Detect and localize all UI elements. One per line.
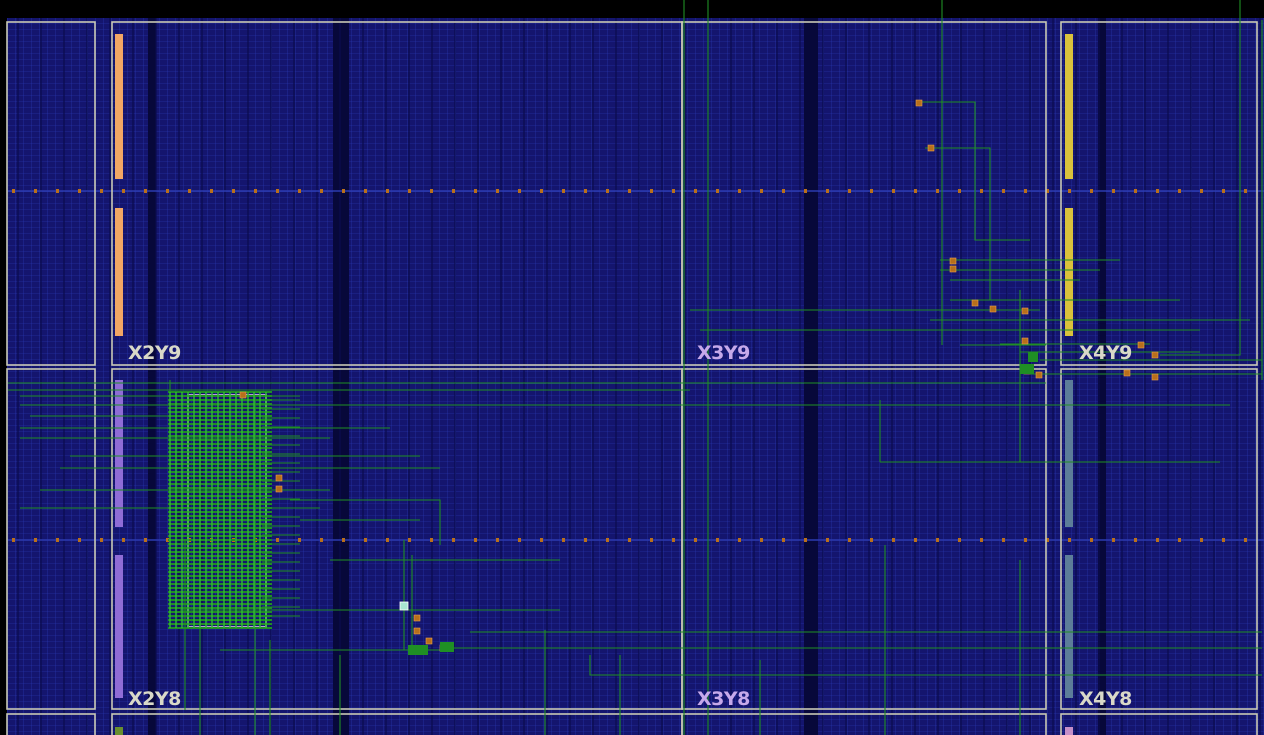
- placed-cell: [239, 391, 247, 399]
- placed-cell: [915, 99, 923, 107]
- io-column-x4y8-top: [1065, 380, 1073, 527]
- io-column-x4y7: [1065, 727, 1073, 735]
- blank-column: [804, 18, 818, 735]
- io-column-x2y9-bottom: [115, 208, 123, 336]
- region-label-x4y8: X4Y8: [1079, 688, 1132, 710]
- region-border-x1y7: [6, 713, 96, 735]
- placed-cell-group: [1028, 352, 1038, 362]
- io-column-x4y9-bottom: [1065, 208, 1073, 336]
- blank-column: [333, 18, 349, 735]
- io-column-x4y8-bottom: [1065, 555, 1073, 698]
- routed-net: [918, 101, 1030, 241]
- region-border-x3y8: [681, 368, 1047, 710]
- io-column-x2y8-bottom: [115, 555, 123, 698]
- region-border-x1y8: [6, 368, 96, 710]
- placed-cell: [1035, 371, 1043, 379]
- placed-cell: [1151, 351, 1159, 359]
- placed-cell-group: [440, 642, 454, 652]
- placed-cell: [275, 474, 283, 482]
- io-column-x4y9-top: [1065, 34, 1073, 179]
- placed-cell: [971, 299, 979, 307]
- placed-cell: [413, 614, 421, 622]
- region-border-x3y7: [681, 713, 1047, 735]
- placed-cell: [949, 265, 957, 273]
- region-label-x2y8: X2Y8: [128, 688, 181, 710]
- placed-cell: [413, 627, 421, 635]
- placed-cell: [1021, 337, 1029, 345]
- placed-cell: [989, 305, 997, 313]
- region-label-x2y9: X2Y9: [128, 342, 181, 364]
- blank-column: [148, 18, 156, 735]
- blank-column: [1098, 18, 1106, 735]
- routed-net: [925, 147, 991, 300]
- placed-cell: [927, 144, 935, 152]
- routed-net: [290, 499, 441, 545]
- placed-cell-group: [1020, 364, 1034, 374]
- routed-net: [1160, 0, 1241, 356]
- placed-cell: [425, 637, 433, 645]
- placed-cell: [1137, 341, 1145, 349]
- placed-cell: [1021, 307, 1029, 315]
- placed-cell: [949, 257, 957, 265]
- io-column-x2y9-top: [115, 34, 123, 179]
- routed-net: [589, 655, 1262, 676]
- region-border-x4y8: [1060, 368, 1258, 710]
- region-border-x1y9: [6, 21, 96, 366]
- selected-cell: [399, 601, 409, 611]
- io-column-x2y8-top: [115, 380, 123, 527]
- io-column-x2y7: [115, 727, 123, 735]
- region-label-x3y9: X3Y9: [697, 342, 750, 364]
- region-label-x3y8: X3Y8: [697, 688, 750, 710]
- region-border-x4y7: [1060, 713, 1258, 735]
- region-border-x4y9: [1060, 21, 1258, 366]
- region-border-x3y9: [681, 21, 1047, 366]
- placed-cell: [1151, 373, 1159, 381]
- placed-cell: [1123, 369, 1131, 377]
- placed-cell-group: [408, 645, 428, 655]
- region-label-x4y9: X4Y9: [1079, 342, 1132, 364]
- placed-cell: [275, 485, 283, 493]
